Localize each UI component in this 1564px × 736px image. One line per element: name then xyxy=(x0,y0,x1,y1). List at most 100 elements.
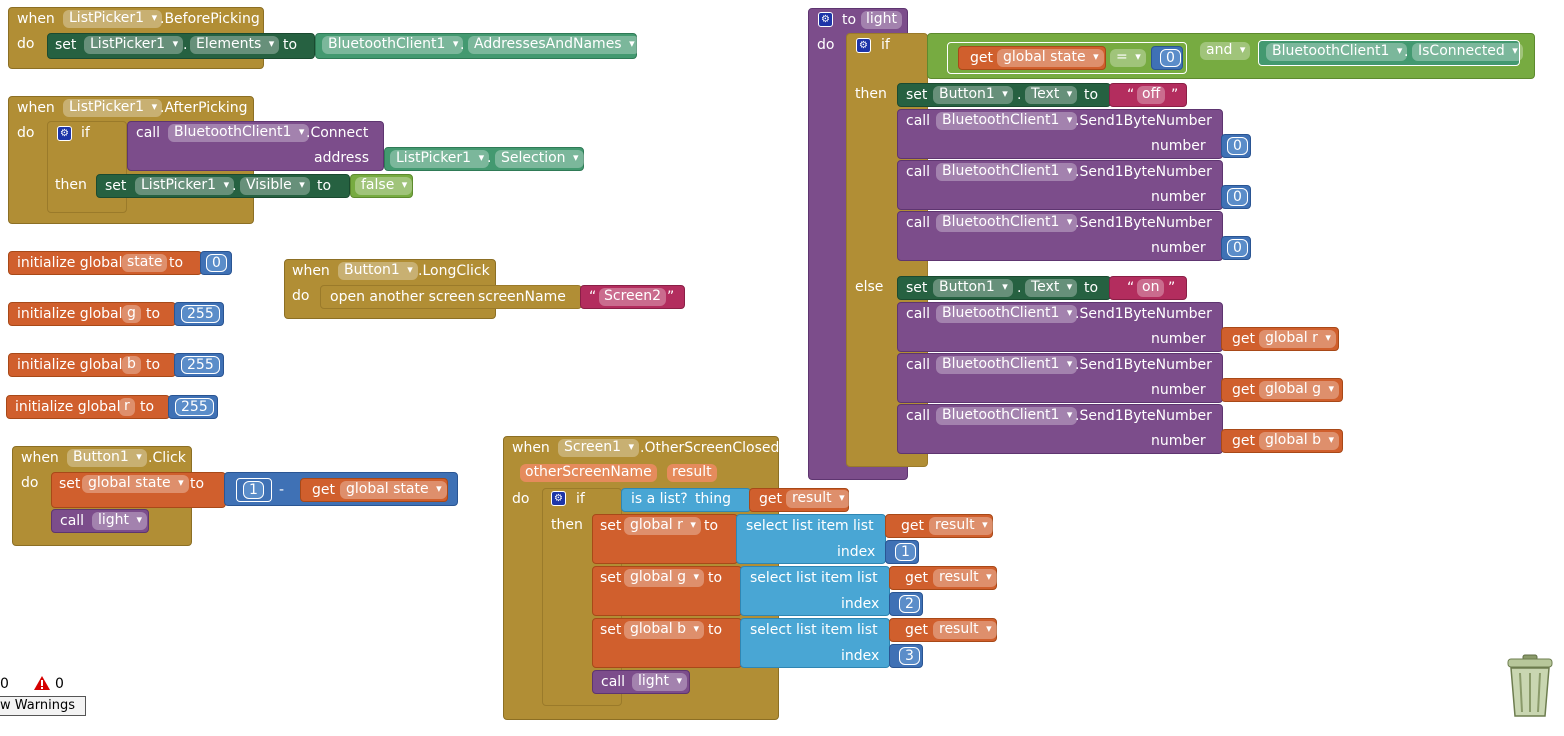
quote-open: “ xyxy=(589,289,597,305)
dot-label: . xyxy=(1404,44,1409,60)
logic-operator-dropdown[interactable]: and xyxy=(1200,42,1251,60)
open-screen-block[interactable] xyxy=(320,285,582,309)
variable-dropdown[interactable]: global g xyxy=(1259,381,1340,399)
number-field[interactable]: 0 xyxy=(1227,239,1248,257)
property-dropdown[interactable]: Text xyxy=(1025,86,1078,104)
component-dropdown[interactable]: BluetoothClient1 xyxy=(936,305,1078,323)
text-field[interactable]: on xyxy=(1137,279,1165,297)
list-label: list xyxy=(857,622,878,638)
trash-can-icon[interactable] xyxy=(1505,654,1555,720)
init-global-g-block[interactable] xyxy=(8,302,176,326)
variable-name-field[interactable]: r xyxy=(119,398,135,416)
quote-open: “ xyxy=(1127,280,1135,296)
number-field[interactable]: 255 xyxy=(181,356,220,374)
number-label: number xyxy=(1151,138,1206,154)
variable-dropdown[interactable]: global state xyxy=(997,49,1104,67)
variable-dropdown[interactable]: global g xyxy=(624,569,705,587)
component-dropdown[interactable]: Button1 xyxy=(338,262,418,280)
method-name: .Send1ByteNumber xyxy=(1075,113,1212,129)
variable-dropdown[interactable]: result xyxy=(786,490,850,508)
init-label: initialize global xyxy=(17,306,123,322)
component-dropdown[interactable]: ListPicker1 xyxy=(84,36,184,54)
property-dropdown[interactable]: Selection xyxy=(495,150,584,168)
number-field[interactable]: 0 xyxy=(1227,137,1248,155)
event-name: .Click xyxy=(148,450,186,466)
init-global-b-block[interactable] xyxy=(8,353,176,377)
number-field[interactable]: 255 xyxy=(181,305,220,323)
number-field[interactable]: 2 xyxy=(899,595,920,613)
component-dropdown[interactable]: ListPicker1 xyxy=(135,177,235,195)
call-label: call xyxy=(906,306,931,322)
select-list-item-block[interactable] xyxy=(740,618,890,668)
component-dropdown[interactable]: BluetoothClient1 xyxy=(936,214,1078,232)
number-field[interactable]: 1 xyxy=(895,543,916,561)
component-dropdown[interactable]: BluetoothClient1 xyxy=(936,163,1078,181)
property-dropdown[interactable]: Text xyxy=(1025,279,1078,297)
component-dropdown[interactable]: ListPicker1 xyxy=(63,99,163,117)
init-global-state-block[interactable] xyxy=(8,251,202,275)
set-label: set xyxy=(906,280,928,296)
number-field[interactable]: 1 xyxy=(243,481,264,499)
select-list-item-block[interactable] xyxy=(736,514,886,564)
variable-dropdown[interactable]: result xyxy=(933,569,997,587)
variable-dropdown[interactable]: global b xyxy=(624,621,705,639)
component-dropdown[interactable]: Screen1 xyxy=(558,439,640,457)
variable-dropdown[interactable]: global state xyxy=(82,475,189,493)
text-field[interactable]: off xyxy=(1137,86,1166,104)
dot-label: . xyxy=(232,178,237,194)
boolean-dropdown[interactable]: false xyxy=(355,177,413,195)
init-global-r-block[interactable] xyxy=(6,395,170,419)
event-parameter[interactable]: otherScreenName xyxy=(520,464,657,482)
component-dropdown[interactable]: BluetoothClient1 xyxy=(1266,43,1408,61)
procedure-dropdown[interactable]: light xyxy=(92,512,148,530)
component-dropdown[interactable]: ListPicker1 xyxy=(390,150,490,168)
variable-name-field[interactable]: b xyxy=(122,356,141,374)
mutator-gear-icon[interactable]: ⚙ xyxy=(57,126,72,141)
text-string-block[interactable] xyxy=(580,285,685,309)
variable-dropdown[interactable]: result xyxy=(933,621,997,639)
number-field[interactable]: 0 xyxy=(1160,49,1181,67)
property-dropdown[interactable]: Elements xyxy=(190,36,280,54)
component-dropdown[interactable]: BluetoothClient1 xyxy=(168,124,310,142)
set-global-r-block[interactable] xyxy=(592,514,738,564)
property-dropdown[interactable]: Visible xyxy=(240,177,310,195)
variable-dropdown[interactable]: global r xyxy=(1259,330,1336,348)
variable-dropdown[interactable]: result xyxy=(929,517,993,535)
number-field[interactable]: 255 xyxy=(175,398,214,416)
select-list-item-block[interactable] xyxy=(740,566,890,616)
property-dropdown[interactable]: IsConnected xyxy=(1412,43,1523,61)
text-string-block[interactable] xyxy=(1109,276,1187,300)
variable-name-field[interactable]: state xyxy=(122,254,168,272)
procedure-dropdown[interactable]: light xyxy=(632,673,688,691)
number-field[interactable]: 0 xyxy=(1227,188,1248,206)
number-field[interactable]: 0 xyxy=(206,254,227,272)
operator-dropdown[interactable]: = xyxy=(1110,49,1146,67)
mutator-gear-icon[interactable]: ⚙ xyxy=(818,12,833,27)
text-string-block[interactable] xyxy=(1109,83,1187,107)
show-warnings-button[interactable]: w Warnings xyxy=(0,696,86,716)
event-parameter[interactable]: result xyxy=(667,464,717,482)
component-dropdown[interactable]: BluetoothClient1 xyxy=(936,356,1078,374)
variable-dropdown[interactable]: global r xyxy=(624,517,701,535)
property-dropdown[interactable]: AddressesAndNames xyxy=(468,36,640,54)
text-field[interactable]: Screen2 xyxy=(599,288,667,306)
variable-dropdown[interactable]: global b xyxy=(1259,432,1340,450)
number-field[interactable]: 3 xyxy=(899,647,920,665)
call-label: call xyxy=(906,164,931,180)
mutator-gear-icon[interactable]: ⚙ xyxy=(551,491,566,506)
select-item-label: select list item xyxy=(750,570,853,586)
variable-dropdown[interactable]: global state xyxy=(340,481,447,499)
mutator-gear-icon[interactable]: ⚙ xyxy=(856,38,871,53)
variable-name-field[interactable]: g xyxy=(122,305,141,323)
warning-triangle-icon xyxy=(34,676,50,690)
set-label: set xyxy=(906,87,928,103)
component-dropdown[interactable]: Button1 xyxy=(933,279,1013,297)
component-dropdown[interactable]: BluetoothClient1 xyxy=(936,112,1078,130)
component-dropdown[interactable]: ListPicker1 xyxy=(63,10,163,28)
component-dropdown[interactable]: Button1 xyxy=(67,449,147,467)
procedure-name-field[interactable]: light xyxy=(861,11,903,29)
component-dropdown[interactable]: BluetoothClient1 xyxy=(322,36,464,54)
component-dropdown[interactable]: Button1 xyxy=(933,86,1013,104)
component-dropdown[interactable]: BluetoothClient1 xyxy=(936,407,1078,425)
is-list-block[interactable] xyxy=(621,488,751,512)
